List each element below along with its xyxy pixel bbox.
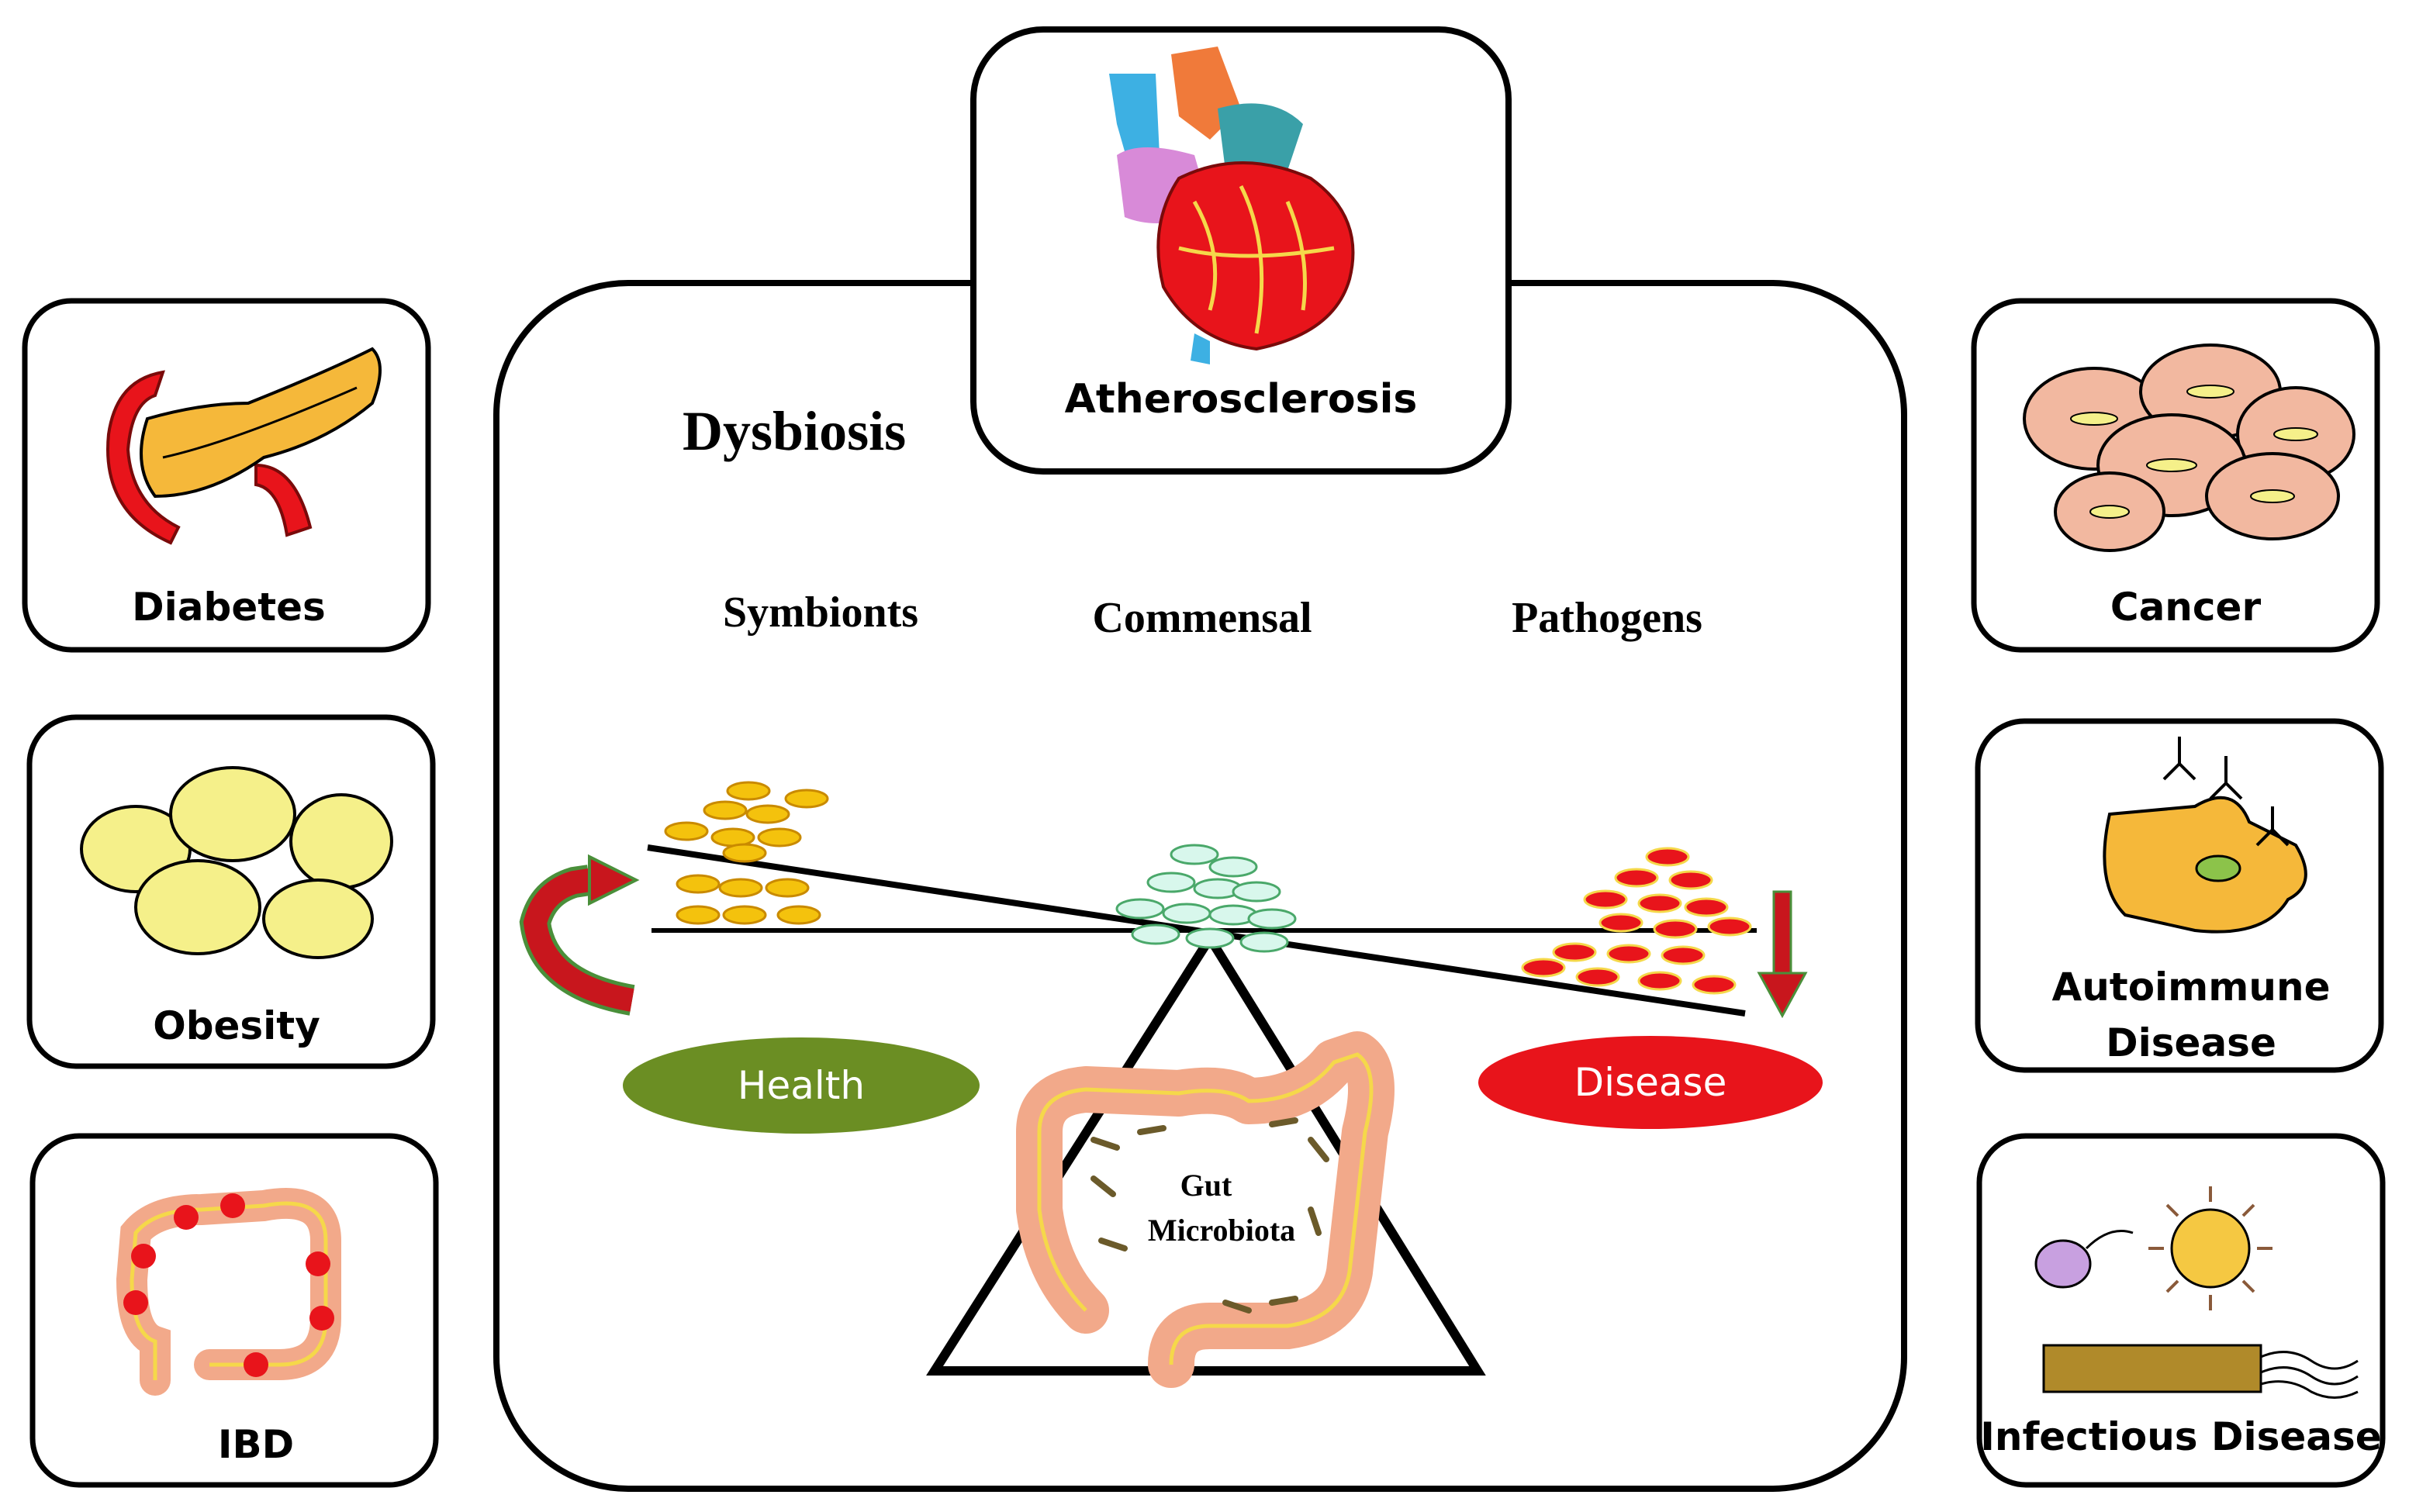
dysbiosis-title: Dysbiosis: [683, 400, 906, 462]
colon-icon: [1016, 1031, 1395, 1388]
disease-badge: Disease: [1478, 1036, 1823, 1129]
autoimmune-label-line2: Disease: [2106, 1020, 2276, 1065]
heart-icon: [1109, 47, 1355, 364]
obesity-box: Obesity: [26, 714, 436, 1069]
gut-label-line2: Microbiota: [1148, 1213, 1295, 1248]
inflamed-colon-icon: [116, 1188, 341, 1396]
diabetes-box: Diabetes: [22, 298, 431, 653]
pancreas-icon: [106, 347, 382, 545]
cancer-box: Cancer: [1971, 298, 2380, 653]
microbes-icon: [2034, 1186, 2359, 1399]
fat-cells-icon: [80, 766, 393, 959]
ibd-label: IBD: [218, 1422, 294, 1467]
health-badge: Health: [623, 1037, 980, 1134]
tumor-cells-icon: [2023, 343, 2355, 552]
infectious-box: Infectious Disease: [1976, 1133, 2386, 1488]
autoimmune-label-line1: Autoimmune: [2052, 965, 2331, 1010]
infectious-label: Infectious Disease: [1980, 1414, 2381, 1459]
ibd-box: IBD: [29, 1133, 439, 1488]
curved-up-arrow: [519, 854, 640, 1016]
down-arrow: [1757, 890, 1808, 1019]
pathogen-cells: [1521, 847, 1752, 995]
autoimmune-box: Autoimmune Disease: [1975, 718, 2384, 1073]
obesity-label: Obesity: [153, 1003, 320, 1048]
commensal-cells: [1115, 844, 1297, 953]
pathogens-label: Pathogens: [1512, 594, 1702, 642]
symbionts-label: Symbionts: [723, 589, 918, 637]
gut-label-line1: Gut: [1180, 1168, 1232, 1203]
antibody-cell-icon: [2103, 737, 2307, 934]
symbiont-cells: [664, 781, 829, 925]
health-label: Health: [738, 1063, 865, 1108]
disease-label: Disease: [1574, 1060, 1727, 1105]
atherosclerosis-label: Atherosclerosis: [1065, 376, 1418, 423]
cancer-label: Cancer: [2110, 585, 2262, 630]
diabetes-label: Diabetes: [132, 585, 326, 630]
commensal-label: Commensal: [1092, 594, 1312, 642]
atherosclerosis-box: Atherosclerosis: [970, 26, 1512, 475]
